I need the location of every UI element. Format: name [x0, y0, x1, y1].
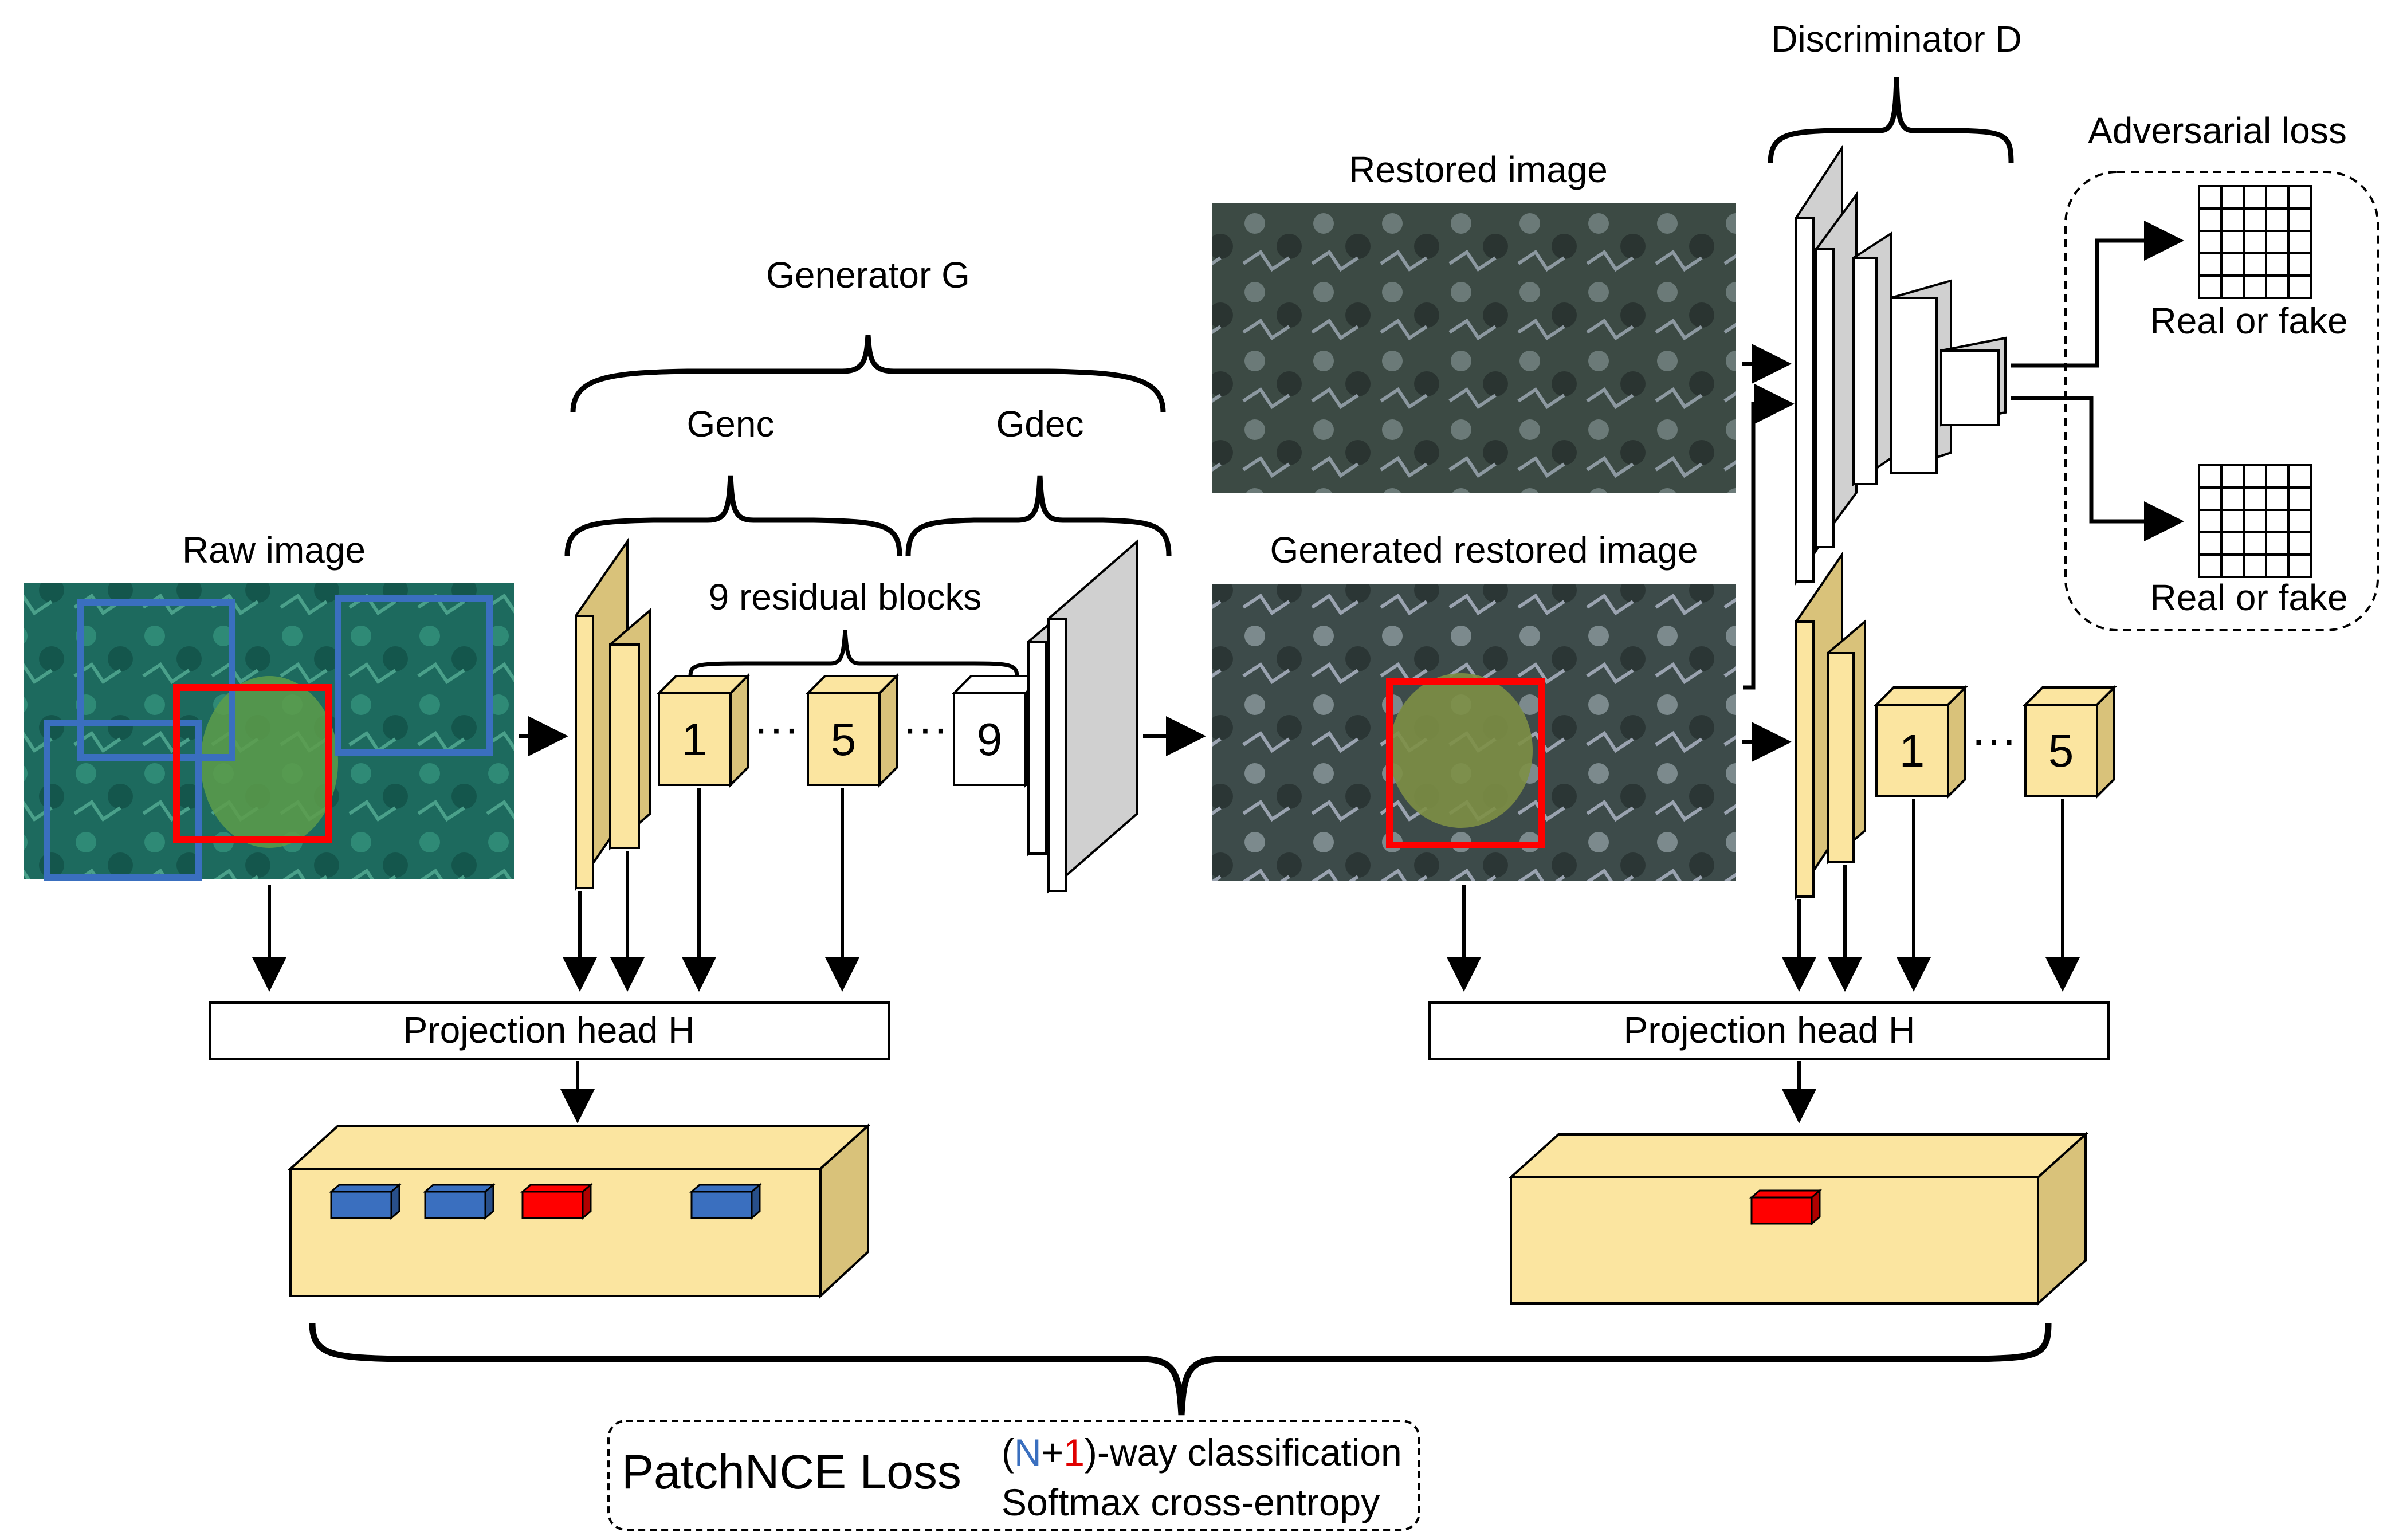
- bottom-brace: [309, 1323, 2052, 1416]
- svg-text:5: 5: [2048, 725, 2074, 776]
- negative-patch-box-3: [44, 720, 202, 881]
- negative-patch-box-1: [77, 599, 235, 761]
- gdec-label: Gdec: [996, 403, 1084, 445]
- down-arrows: [252, 788, 2080, 992]
- positive-patch-box: [173, 684, 332, 843]
- adversarial-loss-label: Adversarial loss: [2088, 110, 2347, 151]
- residual-blocks-label: 9 residual blocks: [709, 576, 982, 618]
- res-block-5: 5: [805, 673, 900, 788]
- generator-brace: [570, 335, 1166, 413]
- projection-head-right: [1428, 1001, 2110, 1060]
- generated-positive-patch-box: [1386, 678, 1545, 848]
- real-fake-grid-2: [2198, 464, 2312, 578]
- svg-text:9: 9: [977, 714, 1003, 765]
- raw-image: [24, 583, 514, 881]
- restored-image-label: Restored image: [1349, 149, 1608, 190]
- genc-label: Genc: [687, 403, 775, 445]
- gdec-brace: [905, 475, 1172, 556]
- svg-text:1: 1: [1899, 725, 1925, 776]
- adversarial-loss-box: [2064, 171, 2379, 631]
- negative-patch-feature-1: [328, 1182, 402, 1220]
- right-encoder-layer-2: [1827, 619, 1866, 865]
- svg-text:5: 5: [831, 714, 857, 765]
- genc-brace: [564, 475, 902, 556]
- real-fake-grid-1: [2198, 185, 2312, 299]
- softmax-text: Softmax cross-entropy: [1002, 1481, 1380, 1523]
- positive-patch-feature-right: [1749, 1188, 1823, 1226]
- right-ellipsis: ···: [1971, 714, 2017, 765]
- residual-brace: [688, 630, 1019, 677]
- negative-patch-box-2: [335, 595, 493, 756]
- discriminator-layers: [1795, 144, 2007, 586]
- encoder-layer-2: [609, 607, 651, 851]
- decoder-layer-2: [1047, 539, 1138, 894]
- projection-head-left-label: Projection head H: [403, 1009, 695, 1051]
- real-or-fake-2: Real or fake: [2150, 577, 2347, 618]
- generator-label: Generator G: [766, 254, 970, 296]
- right-res-block-5: 5: [2023, 685, 2117, 799]
- projection-head-right-label: Projection head H: [1624, 1009, 1915, 1051]
- generated-restored-image-label: Generated restored image: [1270, 529, 1698, 571]
- svg-text:1: 1: [682, 714, 708, 765]
- real-or-fake-1: Real or fake: [2150, 300, 2347, 341]
- discriminator-label: Discriminator D: [1771, 18, 2021, 60]
- generated-restored-image: [1212, 584, 1736, 881]
- negative-patch-feature-2: [422, 1182, 496, 1220]
- res-block-1: 1: [656, 673, 751, 788]
- raw-image-label: Raw image: [182, 529, 366, 571]
- right-res-block-1: 1: [1874, 685, 1968, 799]
- ellipsis-1: ···: [753, 702, 799, 753]
- projection-head-left: [209, 1001, 890, 1060]
- positive-patch-feature-left: [520, 1182, 594, 1220]
- classification-text: (N+1)-way classification: [1002, 1431, 1402, 1474]
- patchnce-loss-label: PatchNCE Loss: [622, 1445, 961, 1499]
- patchnce-loss-box: [607, 1420, 1420, 1531]
- discriminator-brace: [1768, 77, 2014, 164]
- ellipsis-2: ···: [902, 702, 948, 753]
- restored-image: [1212, 203, 1736, 493]
- negative-patch-feature-3: [689, 1182, 763, 1220]
